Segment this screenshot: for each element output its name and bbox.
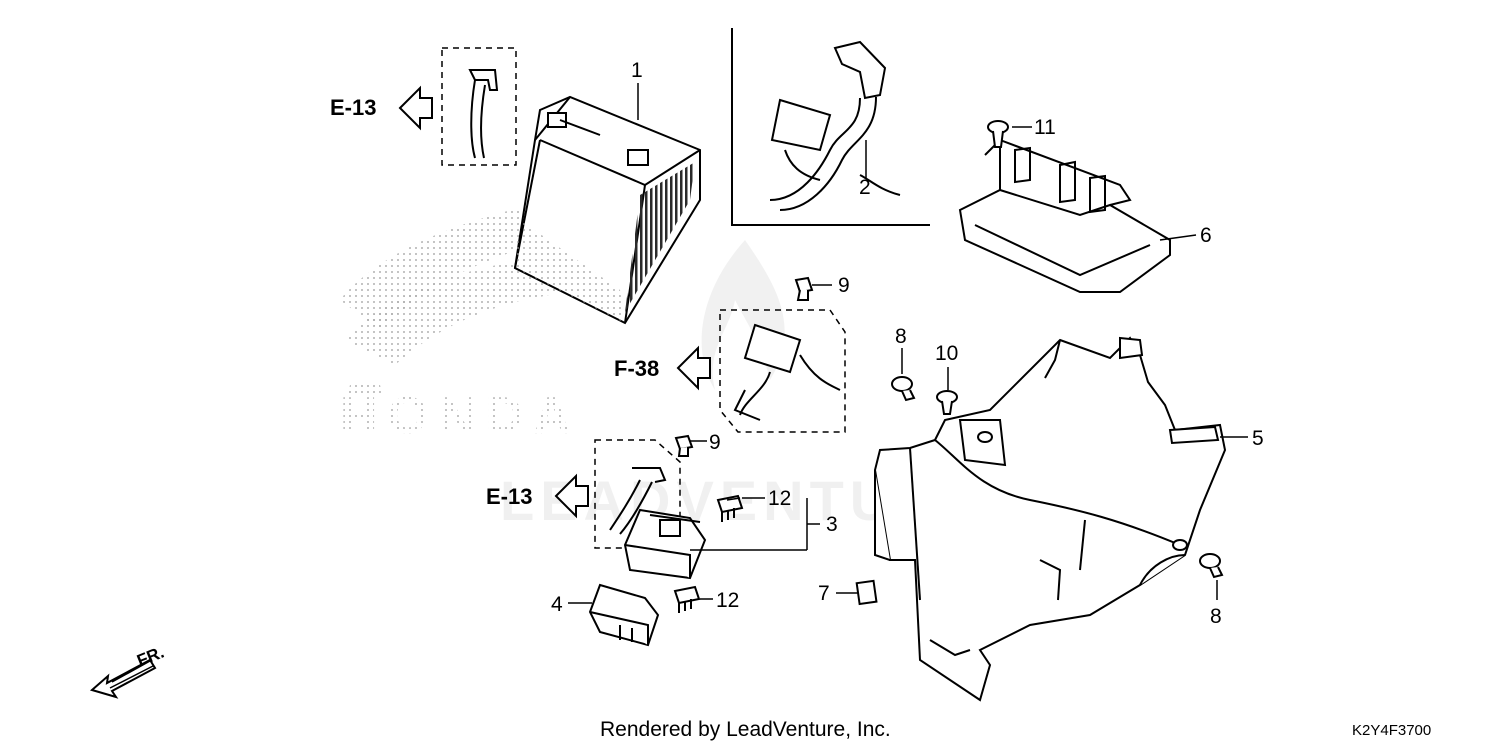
starter-cable[interactable] [769,40,901,211]
battery[interactable] [513,95,701,325]
footer-credit: Rendered by LeadVenture, Inc. [600,718,891,741]
battery-cover[interactable] [958,138,1171,293]
callout-1[interactable]: 1 [631,59,643,82]
callout-9-top[interactable]: 9 [838,274,850,297]
callout-12-top[interactable]: 12 [768,487,792,510]
screw-11[interactable] [987,120,1009,148]
leader-lines [568,83,1248,604]
callout-5[interactable]: 5 [1252,427,1264,450]
arrow-e13-top[interactable] [398,85,433,131]
callout-8-left[interactable]: 8 [895,325,907,348]
bolt-9-bottom[interactable] [674,434,694,457]
arrow-f38[interactable] [676,345,711,391]
fuse-box[interactable] [623,508,707,580]
callout-6[interactable]: 6 [1200,224,1212,247]
cable-detail-box-top [441,47,517,166]
screw-10[interactable] [936,390,958,415]
ground-cable-top [468,69,499,159]
battery-box[interactable] [873,336,1227,702]
front-direction-arrow [89,658,157,699]
callout-7[interactable]: 7 [818,582,830,605]
callout-10[interactable]: 10 [935,342,959,365]
fuse-12-top[interactable] [716,494,744,522]
svg-text:HONDA: HONDA [340,387,581,445]
fuse-box-cover[interactable] [588,583,660,647]
arrow-e13-bottom[interactable] [554,473,589,519]
callout-8-right[interactable]: 8 [1210,605,1222,628]
ref-e13-bottom[interactable]: E-13 [486,484,533,509]
callout-3[interactable]: 3 [826,513,838,536]
callout-2[interactable]: 2 [859,176,871,199]
diagram-code: K2Y4F3700 [1352,722,1432,739]
clip-nut-7[interactable] [855,579,878,606]
connector-harness [733,323,841,421]
ref-f38[interactable]: F-38 [614,356,660,381]
fuse-12-bottom[interactable] [673,585,701,613]
callout-4[interactable]: 4 [551,593,563,616]
connector-detail-box [719,309,846,433]
bolt-9-top[interactable] [794,276,814,301]
bolt-8-left[interactable] [891,376,916,402]
callout-11[interactable]: 11 [1034,116,1056,139]
callout-12-bottom[interactable]: 12 [716,589,740,612]
bolt-8-right[interactable] [1199,553,1224,579]
ref-e13-top[interactable]: E-13 [330,95,377,120]
ground-cable-bottom [609,467,667,535]
callout-9-bottom[interactable]: 9 [709,431,721,454]
cable-2-bracket [731,28,930,226]
